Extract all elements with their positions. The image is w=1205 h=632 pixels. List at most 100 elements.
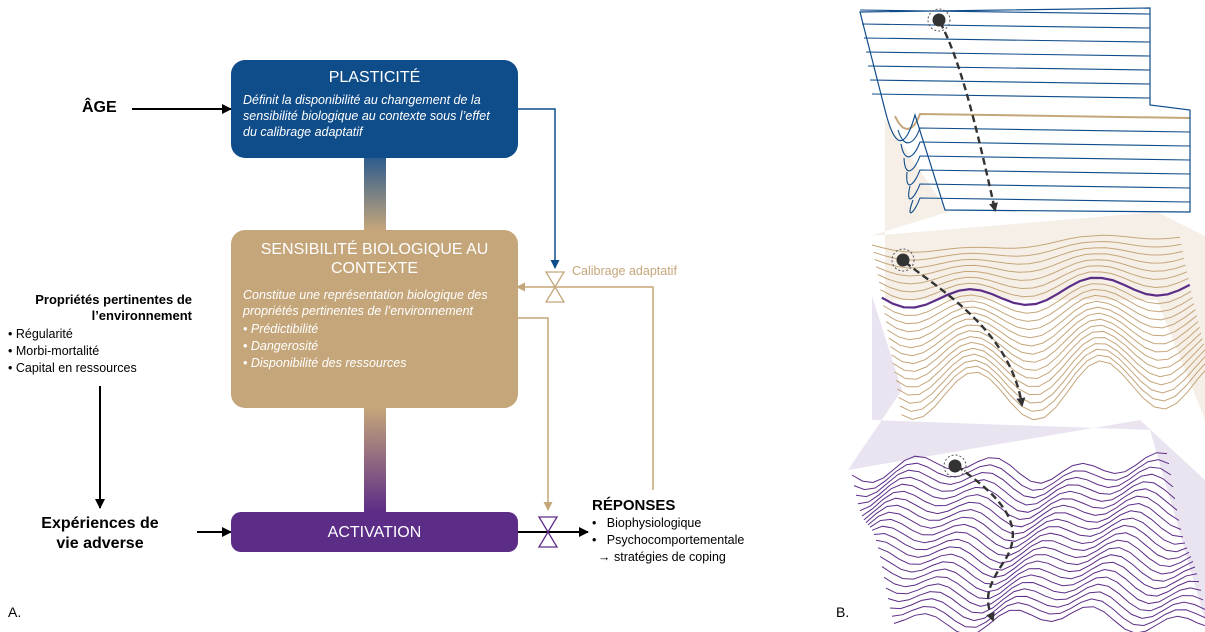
- activation-title: ACTIVATION: [327, 524, 422, 541]
- responses-item: • Psychocomportementale: [592, 533, 745, 547]
- landscape-activation: [851, 452, 1205, 632]
- landscape-line: [851, 452, 1168, 484]
- environment-list: • Régularité • Morbi-mortalité • Capital…: [8, 326, 192, 377]
- landscape-sensitivity: [871, 234, 1205, 421]
- calibration-label: Calibrage adaptatif: [572, 264, 677, 278]
- landscape-line: [897, 127, 1191, 144]
- landscape-line: [865, 51, 1151, 57]
- ball-halo-icon: [927, 8, 951, 32]
- landscape-line: [894, 330, 1203, 380]
- sensitivity-item: • Prédictibilité: [243, 322, 319, 336]
- landscape-line: [881, 276, 1191, 309]
- landscape-line: [853, 459, 1170, 491]
- landscape-line: [900, 141, 1191, 158]
- ball-icon: [896, 253, 910, 267]
- responses-sub: → stratégies de coping: [598, 550, 726, 564]
- age-label: ÂGE: [82, 99, 117, 116]
- landscape-line: [874, 247, 1183, 269]
- sensitivity-activation-line: [517, 317, 553, 511]
- landscape-line: [892, 324, 1202, 372]
- sensitivity-item: • Dangerosité: [243, 339, 319, 353]
- landscape-line: [908, 183, 1191, 200]
- panel-b-landscapes: [848, 7, 1205, 632]
- trajectory-path: [904, 261, 1026, 407]
- landscape-line: [865, 502, 1182, 535]
- activation-box: ACTIVATION: [231, 512, 518, 552]
- landscape-line: [857, 473, 1174, 506]
- trajectory-path: [938, 21, 998, 212]
- landscape-line: [909, 197, 1191, 214]
- plasticity-box: PLASTICITÉ Définit la disponibilité au c…: [231, 60, 518, 158]
- landscape-line: [873, 532, 1190, 564]
- environment-title: Propriétés pertinentes de l’environnemen…: [35, 292, 192, 323]
- landscape-line: [906, 169, 1191, 186]
- landscape-line: [887, 300, 1196, 341]
- sensitivity-list: • Prédictibilité • Dangerosité • Disponi…: [243, 321, 506, 372]
- landscape-line: [861, 23, 1151, 29]
- ball-icon: [948, 459, 962, 473]
- landscape-line: [889, 591, 1205, 622]
- landscape-line: [877, 547, 1194, 579]
- landscape-line: [898, 348, 1205, 404]
- landscape-line: [891, 318, 1200, 365]
- landscape-line: [867, 510, 1184, 542]
- landscape-line: [869, 79, 1151, 85]
- landscape-line: [878, 265, 1188, 293]
- responses-list: • Biophysiologique • Psychocomportementa…: [592, 515, 792, 549]
- landscape-line: [903, 155, 1191, 172]
- plasticity-description: Définit la disponibilité au changement d…: [243, 93, 490, 139]
- landscape-line: [871, 93, 1151, 99]
- landscape-line: [859, 9, 1151, 15]
- landscape-line: [863, 495, 1180, 528]
- landscape-line: [884, 288, 1193, 325]
- ball-halo-icon: [891, 248, 915, 272]
- landscape-line: [885, 294, 1195, 333]
- responses-title: RÉPONSES: [592, 497, 676, 514]
- feedback-line: [516, 282, 654, 490]
- landscape-line: [896, 343, 1205, 396]
- projection-cone-tan: [870, 118, 1205, 420]
- landscape-line: [894, 112, 1191, 130]
- adverse-label: Expériences de vie adverse: [41, 515, 159, 552]
- panel-a-connectors: [95, 104, 654, 548]
- landscape-line: [871, 524, 1188, 557]
- sensitivity-title: SENSIBILITÉ BIOLOGIQUE AU CONTEXTE: [260, 241, 489, 277]
- landscape-line: [871, 234, 1181, 253]
- landscape-line: [859, 481, 1176, 513]
- landscape-line: [880, 271, 1189, 301]
- landscape-line: [895, 337, 1205, 388]
- landscape-outline: [859, 7, 1191, 213]
- calibration-valve-icon: [544, 271, 566, 303]
- panel-a-label: A.: [8, 604, 22, 620]
- landscape-line: [882, 283, 1192, 316]
- landscape-line: [875, 539, 1192, 571]
- sensitivity-box: SENSIBILITÉ BIOLOGIQUE AU CONTEXTE Const…: [231, 230, 518, 408]
- environment-item: • Capital en ressources: [8, 361, 137, 375]
- landscape-line: [876, 253, 1185, 277]
- environment-item: • Morbi-mortalité: [8, 344, 100, 358]
- landscape-plasticity: [859, 7, 1191, 214]
- plasticity-calibration-line: [517, 108, 560, 269]
- landscape-line: [885, 576, 1202, 607]
- landscape-line: [881, 561, 1198, 593]
- sensitivity-description: Constitue une représentation biologique …: [243, 288, 488, 318]
- plasticity-title: PLASTICITÉ: [328, 69, 421, 86]
- landscape-line: [879, 554, 1196, 585]
- landscape-line: [883, 568, 1200, 600]
- landscape-line: [861, 488, 1178, 521]
- landscape-line: [873, 240, 1182, 261]
- landscape-line: [863, 37, 1151, 43]
- landscape-line: [855, 466, 1172, 499]
- landscape-line: [899, 354, 1205, 412]
- landscape-line: [888, 306, 1198, 349]
- environment-block: Propriétés pertinentes de l’environnemen…: [8, 292, 192, 377]
- landscape-line: [901, 360, 1205, 421]
- activation-valve-icon: [537, 516, 559, 548]
- ball-trajectories: [891, 8, 1026, 622]
- ball-halo-icon: [943, 454, 967, 478]
- ball-icon: [932, 13, 946, 27]
- landscape-line: [891, 598, 1205, 628]
- responses-item: • Biophysiologique: [592, 516, 702, 530]
- landscape-line: [869, 517, 1186, 550]
- landscape-line: [893, 606, 1205, 632]
